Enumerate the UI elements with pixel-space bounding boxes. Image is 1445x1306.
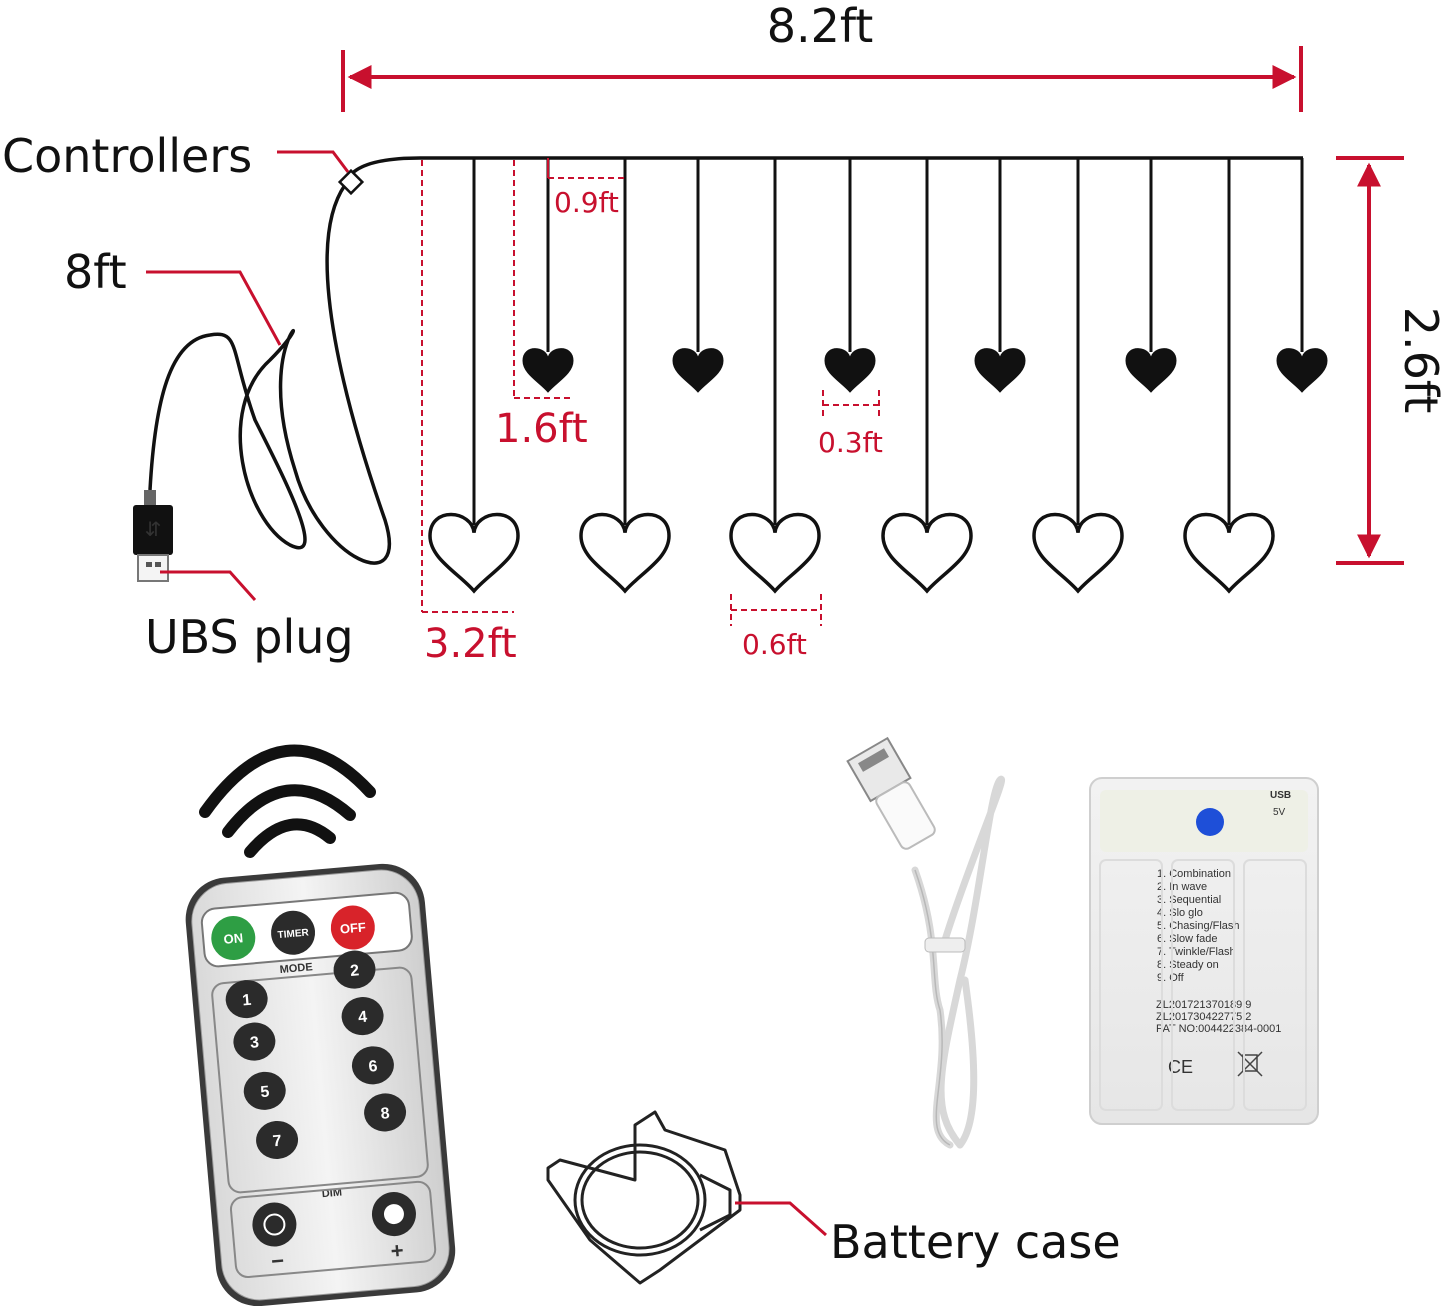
small-heart-icon xyxy=(522,348,574,393)
large-heart-icon xyxy=(729,512,821,594)
mode-button-5[interactable] xyxy=(242,1070,287,1112)
top-wire xyxy=(343,156,1303,186)
patent-item: ZL201730422775.2 xyxy=(1156,1011,1251,1023)
mode-list-item: 7. Twinkle/Flash xyxy=(1157,946,1236,958)
mode-button-label: 3 xyxy=(249,1034,259,1052)
signal-icon xyxy=(199,744,376,858)
width-label: 8.2ft xyxy=(767,0,874,53)
mode-list-item: 1. Combination xyxy=(1157,868,1231,880)
mode-button-label: 6 xyxy=(368,1058,378,1076)
mode-list-item: 3. Sequential xyxy=(1157,894,1221,906)
mode-button-label: 1 xyxy=(242,992,252,1010)
plug-label: UBS plug xyxy=(145,610,354,664)
controller-node xyxy=(337,168,365,196)
mode-list-item: 8. Steady on xyxy=(1157,959,1219,971)
mode-label: MODE xyxy=(279,961,313,976)
heart-drop-label: 1.6ft xyxy=(495,406,588,452)
mode-button-7[interactable] xyxy=(254,1119,299,1161)
on-button[interactable]: ON xyxy=(223,930,244,947)
mode-button-1[interactable] xyxy=(224,978,269,1020)
power-cord xyxy=(148,184,392,565)
drop-dimensions xyxy=(421,158,880,626)
small-heart-icon xyxy=(672,348,724,393)
width-dimension: 8.2ft xyxy=(341,0,1303,112)
mode-button-4[interactable] xyxy=(340,995,385,1037)
dim-down-icon[interactable] xyxy=(263,1213,286,1236)
large-heart-width-label: 0.6ft xyxy=(742,628,807,661)
large-heart-icon xyxy=(579,512,671,594)
large-heart-icon xyxy=(881,512,973,594)
usb-icon: ⇵ xyxy=(145,519,162,541)
mode-button-6[interactable] xyxy=(350,1045,395,1087)
battery-case-label: Battery case xyxy=(830,1215,1121,1269)
mode-list-item: 9. Off xyxy=(1157,972,1185,984)
voltage-mark: 5V xyxy=(1273,807,1286,818)
mode-list-item: 5. Chasing/Flash xyxy=(1157,920,1240,932)
off-button[interactable]: OFF xyxy=(339,919,366,936)
timer-button[interactable]: TIMER xyxy=(277,927,310,941)
usb-plug: ⇵ UBS plug xyxy=(133,490,354,664)
mode-button-label: 7 xyxy=(272,1133,282,1151)
long-drop-label: 3.2ft xyxy=(424,621,517,667)
mode-list-item: 2. In wave xyxy=(1157,881,1207,893)
mode-button-label: 8 xyxy=(380,1105,390,1123)
dim-minus: − xyxy=(270,1248,285,1274)
dim-plus: + xyxy=(390,1237,405,1263)
usb-mark: USB xyxy=(1270,790,1291,801)
battery-case-callout: Battery case xyxy=(735,1201,1121,1269)
small-heart-icon xyxy=(824,348,876,393)
mode-button-icon[interactable] xyxy=(1196,808,1224,836)
mode-list-item: 6. Slow fade xyxy=(1157,933,1218,945)
ce-mark: CE xyxy=(1168,1057,1193,1077)
short-drop-label: 0.9ft xyxy=(554,186,619,219)
small-heart-icon xyxy=(1276,348,1328,393)
height-label: 2.6ft xyxy=(1394,307,1445,414)
small-heart-width-label: 0.3ft xyxy=(818,426,883,459)
patent-item: ZL201721370189.9 xyxy=(1156,999,1251,1011)
controllers-callout: Controllers xyxy=(2,129,350,183)
small-heart-icon xyxy=(1125,348,1177,393)
cord-length-callout: 8ft xyxy=(64,245,282,346)
height-dimension: 2.6ft xyxy=(1336,156,1445,565)
mode-button-label: 2 xyxy=(349,962,359,980)
mode-list-item: 4. Slo glo xyxy=(1157,907,1203,919)
cord-length-label: 8ft xyxy=(64,245,127,299)
mode-button-label: 4 xyxy=(358,1009,368,1027)
mode-button-label: 5 xyxy=(260,1083,270,1101)
large-heart-icon xyxy=(1183,512,1275,594)
mode-button-8[interactable] xyxy=(362,1092,407,1134)
usb-cable xyxy=(846,736,1005,1149)
battery-clip xyxy=(546,1110,742,1285)
patent-item: PAT NO:004422384-0001 xyxy=(1156,1023,1281,1035)
mode-button-3[interactable] xyxy=(232,1021,277,1063)
large-heart-icon xyxy=(1032,512,1124,594)
controllers-label: Controllers xyxy=(2,129,252,183)
mode-button-2[interactable] xyxy=(332,949,377,991)
dim-up-icon[interactable] xyxy=(383,1203,405,1225)
large-heart-icon xyxy=(428,512,520,594)
small-heart-icon xyxy=(974,348,1026,393)
heart-drops xyxy=(428,158,1328,594)
